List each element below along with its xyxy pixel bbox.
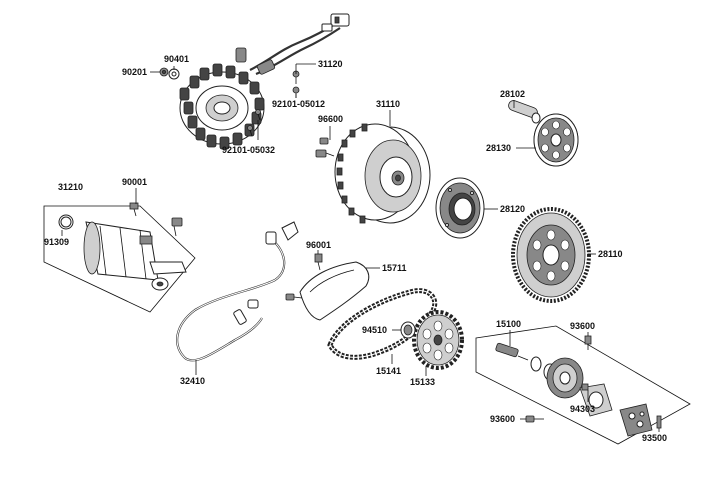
bolt-90201 [159,67,169,77]
sprocket-15133 [412,310,464,370]
label-92101-05012: 92101-05012 [272,99,325,109]
label-31120: 31120 [318,59,343,69]
label-92101-05032: 92101-05032 [222,145,275,155]
starter-motor-group [43,205,196,313]
leader-lines [61,63,660,432]
label-96600: 96600 [318,114,343,124]
label-90001: 90001 [122,177,147,187]
starter-cable-32410 [176,221,299,362]
label-28130: 28130 [486,143,511,153]
label-93600-lower: 93600 [490,414,515,424]
bolt-96600 [315,137,335,158]
label-93600-upper: 93600 [570,321,595,331]
screw-set-92101-05032 [247,109,261,137]
label-28120: 28120 [500,204,525,214]
bolt-90001 [129,202,183,237]
label-28102: 28102 [500,89,525,99]
label-32410: 32410 [180,376,205,386]
label-90201: 90201 [122,67,147,77]
screw-set-92101-05012 [292,70,300,98]
oil-pump-group [475,325,691,445]
clip-94303 [581,383,589,391]
starter-gear-28110 [511,207,591,303]
disc-28130 [533,113,579,167]
stator-assembly [179,13,350,150]
label-15133: 15133 [410,377,435,387]
label-94510: 94510 [362,325,387,335]
label-93500: 93500 [642,433,667,443]
flywheel-rotor [334,123,431,224]
label-15711: 15711 [382,263,407,273]
label-15141: 15141 [376,366,401,376]
label-28110: 28110 [598,249,623,259]
pin-93500 [656,415,662,429]
bolt-93600-lower [525,415,544,423]
label-90401: 90401 [164,54,189,64]
chain-guide-15711 [299,261,370,321]
oneway-clutch-28120 [435,177,485,239]
seal-94510 [400,321,416,339]
label-91309: 91309 [44,237,69,247]
pin-28102 [508,100,541,124]
label-31110: 31110 [376,99,400,109]
label-31210: 31210 [58,182,83,192]
label-15100: 15100 [496,319,521,329]
bolt-93600-upper [584,335,592,350]
washer-90401 [168,68,180,80]
label-96001: 96001 [306,240,331,250]
label-94303: 94303 [570,404,595,414]
bolt-96001 [285,253,323,301]
